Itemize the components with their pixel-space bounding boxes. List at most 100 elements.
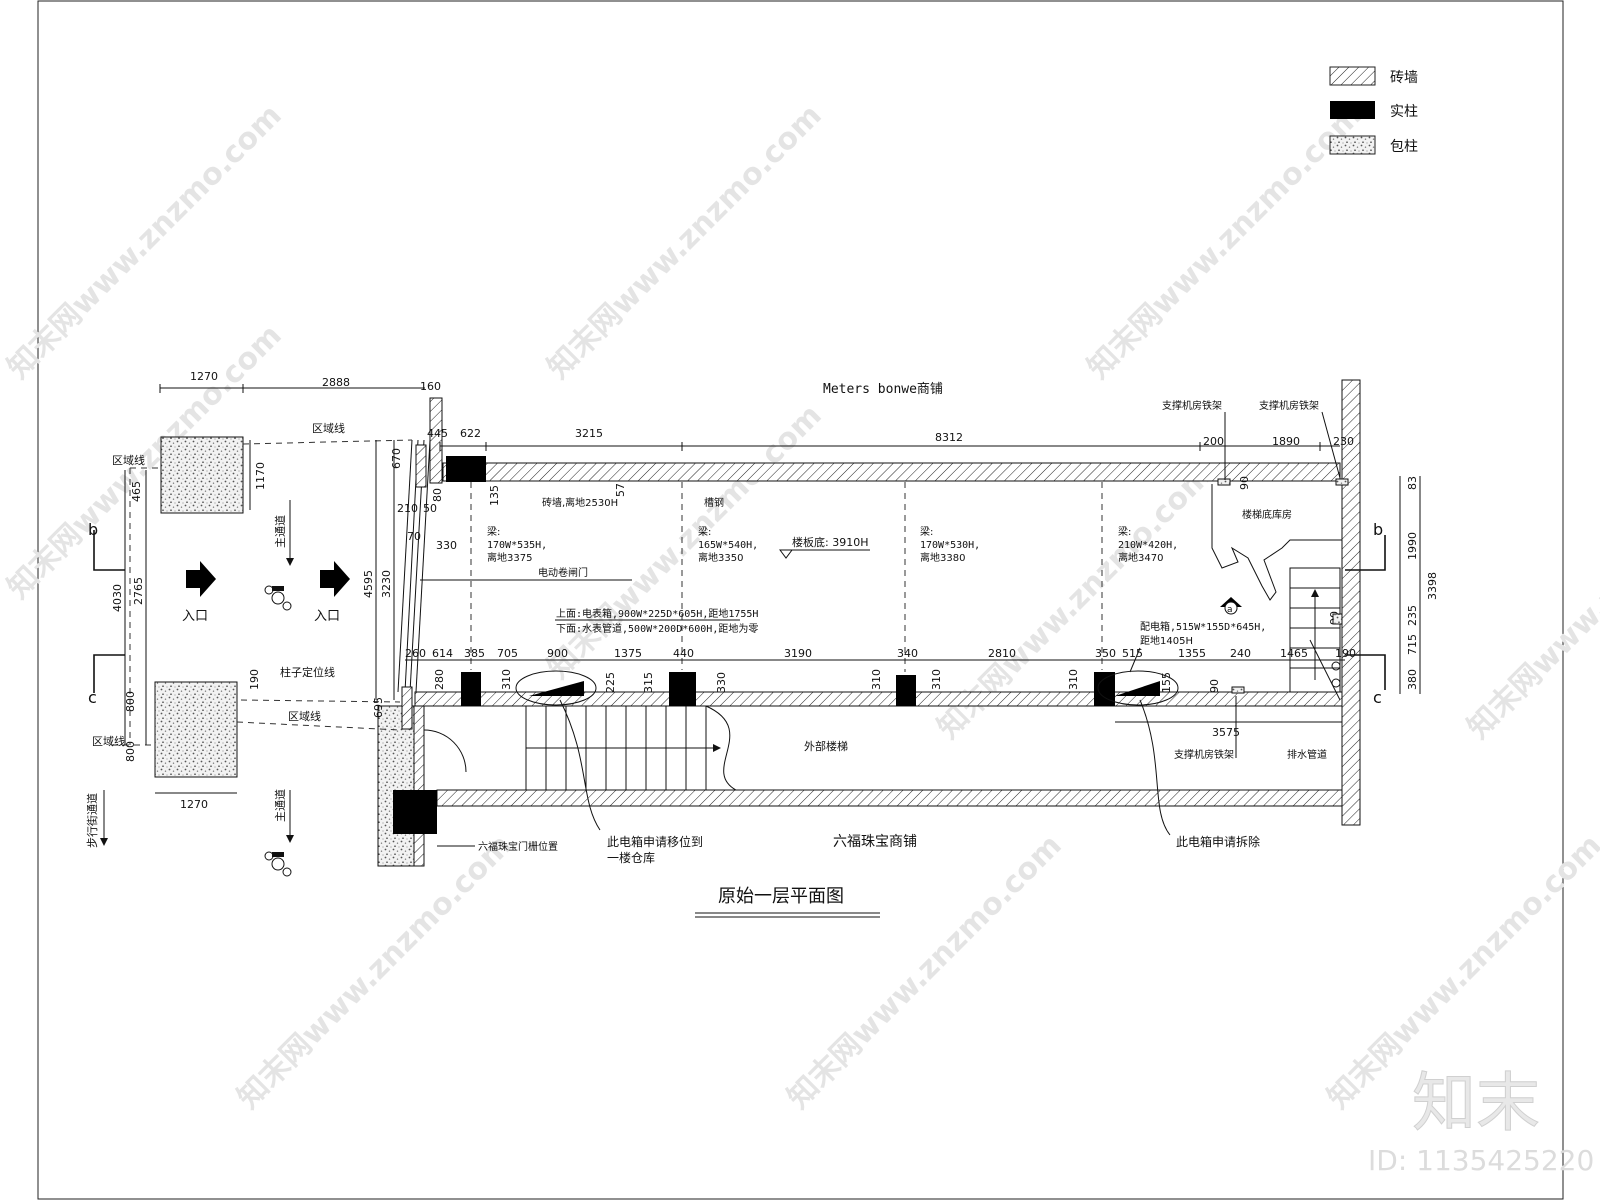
wall-left-lower-hatch — [413, 705, 425, 867]
note-stair-storage: 楼梯底库房 — [1242, 508, 1292, 521]
note-support-frame: 支撑机房铁架 — [1174, 748, 1234, 761]
solid-column — [896, 675, 916, 706]
dim-label: 3230 — [380, 570, 393, 598]
section-markers: b c b c a — [88, 520, 1386, 707]
dim-label: 235 — [1406, 605, 1419, 626]
dim-label: 4595 — [362, 570, 375, 598]
columns — [154, 436, 1349, 834]
dimension-entry: 670 210 50 80 70 330 135 57 — [390, 448, 632, 581]
interior-notes: 砖墙,离地2530H 槽钢 梁: 170W*535H, 离地3375 梁: 16… — [437, 399, 1327, 865]
note-upper: 上面:电表箱,900W*225D*605H,距地1755H — [556, 607, 758, 620]
dim-label: 160 — [420, 380, 441, 393]
dim-label: 1270 — [180, 798, 208, 811]
dim-label: 1170 — [254, 462, 267, 490]
dim-label: 230 — [1333, 435, 1354, 448]
dim-label: 210 — [397, 502, 418, 515]
dimension-column-row: 260 614 385 705 900 1375 440 3190 340 28… — [405, 647, 1356, 661]
note-gate-position: 六福珠宝门栅位置 — [478, 840, 558, 853]
dim-label: 155 — [1160, 672, 1173, 693]
dim-label: 330 — [436, 539, 457, 552]
note-beam: 梁: — [920, 525, 933, 538]
dim-label: 515 — [1122, 647, 1143, 660]
entrance-arrow-icon — [186, 561, 216, 597]
legend-label-solid: 实柱 — [1390, 104, 1418, 120]
legend-label-brick: 砖墙 — [1390, 70, 1418, 86]
note-dist-box-height: 距地1405H — [1140, 634, 1193, 647]
dim-label: 57 — [614, 483, 627, 497]
dim-label: 695 — [372, 697, 385, 718]
person-icon — [264, 585, 292, 611]
watermark-text: 知末网www.znzmo.com — [541, 398, 829, 686]
note-support-frame: 支撑机房铁架 — [1259, 399, 1319, 412]
dim-label: 1465 — [1280, 647, 1308, 660]
wall-bottom — [436, 789, 1343, 807]
dim-label: 900 — [547, 647, 568, 660]
dim-label: 240 — [1230, 647, 1251, 660]
legend-swatch-wrapped — [1329, 135, 1376, 155]
note-beam4-size: 210W*420H, — [1118, 540, 1178, 551]
dim-label: 440 — [673, 647, 694, 660]
watermark-text: 知末网www.znzmo.com — [231, 828, 519, 1116]
legend-swatch-brick — [1329, 66, 1376, 86]
zone-line-label: 区域线 — [92, 734, 125, 748]
wall-left-upper — [429, 397, 443, 484]
dimension-top: 1270 2888 160 445 622 3215 8312 200 1890… — [159, 370, 1354, 451]
solid-column — [669, 672, 696, 706]
interior-stairs — [1211, 484, 1343, 693]
dim-label: 8312 — [935, 431, 963, 444]
note-beam2-height: 离地3350 — [698, 551, 743, 564]
dim-label: 380 — [1406, 669, 1419, 690]
entrance-label: 入口 — [314, 609, 340, 624]
dim-label: 445 — [427, 427, 448, 440]
dim-label: 465 — [130, 481, 143, 502]
dim-label: 3575 — [1212, 726, 1240, 739]
note-beam: 梁: — [1118, 525, 1131, 538]
entrance-label: 入口 — [182, 609, 208, 624]
note-beam: 梁: — [698, 525, 711, 538]
svg-text:a: a — [1227, 605, 1233, 615]
legend: 砖墙 实柱 包柱 — [1329, 66, 1418, 155]
dimension-left: 465 1170 4030 2765 4595 3230 800 800 695 — [111, 440, 395, 762]
column-positioning-label: 柱子定位线 — [280, 665, 335, 679]
dim-label: 280 — [433, 669, 446, 690]
note-beam2-size: 165W*540H, — [698, 540, 758, 551]
dim-label: 614 — [432, 647, 453, 660]
solid-column — [446, 456, 486, 482]
note-move-box-2: 一楼仓库 — [607, 850, 655, 865]
note-brick-wall: 砖墙,离地2530H — [542, 496, 618, 509]
watermark-text: 知末网www.znzmo.com — [1081, 98, 1369, 386]
dim-label: 800 — [124, 741, 137, 762]
zone-line-label: 区域线 — [288, 709, 321, 723]
zone-line-label: 区域线 — [312, 421, 345, 435]
dim-label: 310 — [930, 669, 943, 690]
wrapped-column — [160, 436, 244, 514]
shop-label-top: Meters bonwe商铺 — [823, 382, 943, 397]
support-bracket — [1217, 478, 1231, 486]
wrapped-column — [154, 681, 238, 778]
dim-label: 70 — [407, 530, 421, 543]
note-lower: 下面:水表管道,500W*200D*600H,距地为零 — [556, 622, 758, 635]
dim-label: 2765 — [132, 577, 145, 605]
note-beam4-height: 离地3470 — [1118, 551, 1163, 564]
dim-label: 310 — [1067, 669, 1080, 690]
zone-line-label: 区域线 — [112, 453, 145, 467]
note-slab-bottom: 楼板底: 3910H — [792, 535, 868, 549]
dim-label: 260 — [405, 647, 426, 660]
exterior-stairs — [525, 705, 737, 791]
watermark-logo: 知末 — [1412, 1067, 1540, 1141]
watermark-id: ID: 1135425220 — [1368, 1144, 1594, 1177]
support-bracket — [1335, 478, 1349, 486]
note-beam: 梁: — [487, 525, 500, 538]
note-rolling-door: 电动卷闸门 — [538, 566, 588, 579]
dim-label: 800 — [124, 691, 137, 712]
dim-label: 83 — [1406, 476, 1419, 490]
solid-column — [1094, 672, 1115, 706]
dim-label: 90 — [1238, 476, 1251, 490]
leaders — [559, 411, 1341, 836]
dim-label: 50 — [423, 502, 437, 515]
electric-box-icon — [1115, 681, 1160, 696]
dim-label: 225 — [604, 672, 617, 693]
dim-label: 622 — [460, 427, 481, 440]
dim-label: 80 — [431, 488, 444, 502]
